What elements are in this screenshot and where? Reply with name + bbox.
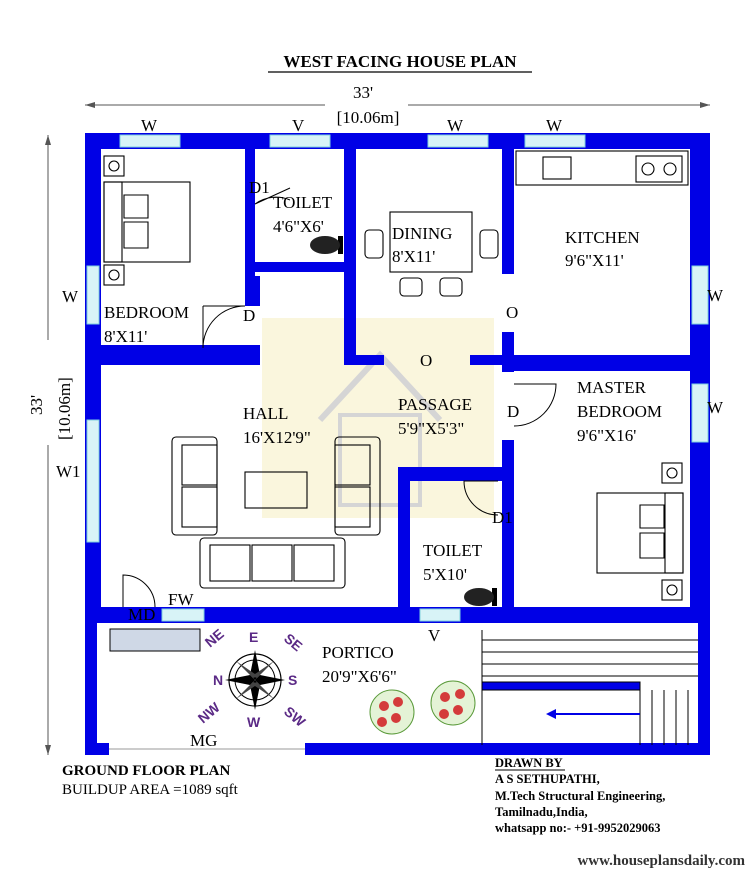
mark-mg: MG [190,731,217,750]
mark-w-top1: W [141,116,158,135]
compass-n: N [213,672,223,688]
compass-ne: NE [202,626,227,651]
compass-se: SE [281,630,306,654]
bedroom-size: 8'X11' [104,327,147,346]
toilet2-size: 5'X10' [423,565,467,584]
bed-icon [103,155,191,286]
hall-name: HALL [243,404,288,423]
hall-size: 16'X12'9" [243,428,311,447]
compass-nw: NW [195,699,224,727]
toilet1-size: 4'6"X6' [273,217,324,236]
dining-table-icon [364,211,499,297]
compass-e: E [249,629,258,645]
dining-name: DINING [392,224,452,243]
passage-name: PASSAGE [398,395,472,414]
master-name2: BEDROOM [577,402,662,421]
mark-md: MD [128,605,155,624]
mark-d1-toilet: D1 [249,178,270,197]
kitchen-size: 9'6"X11' [565,251,624,270]
buildup-area: BUILDUP AREA =1089 sqft [62,782,239,798]
watermark-logo [262,318,494,518]
wc-icon-2 [464,588,497,606]
width-dimension: 33' [10.06m] [85,83,710,127]
plan-title: WEST FACING HOUSE PLAN [283,52,517,71]
mark-d1-toilet2: D1 [492,508,513,527]
bedroom-name: BEDROOM [104,303,189,322]
drawn-by: DRAWN BY [495,756,563,770]
mark-d-bedroom: D [243,306,255,325]
plan-label: GROUND FLOOR PLAN [62,763,231,779]
mark-w-right1: W [707,286,724,305]
stairs-icon [481,630,698,745]
mark-w-left: W [62,287,79,306]
compass-s: S [288,672,297,688]
toilet2-name: TOILET [423,541,483,560]
mark-fw: FW [168,590,194,609]
depth-feet: 33' [27,395,46,415]
bed-icon-master [596,462,684,601]
depth-dimension: 33' [10.06m] [27,135,74,755]
portico-name: PORTICO [322,643,394,662]
mark-w-right2: W [707,398,724,417]
mark-v-portico: V [428,626,441,645]
portico-size: 20'9"X6'6" [322,667,397,686]
compass-icon: N NE E SE S SW W NW [195,626,310,731]
windows [86,134,709,622]
mark-o-kitchen: O [506,303,518,322]
sofa-icon [171,436,381,589]
walls [85,133,710,755]
kitchen-name: KITCHEN [565,228,640,247]
mark-w-top2: W [447,116,464,135]
wc-icon [310,236,343,254]
washbasin-icon [109,628,201,652]
dining-size: 8'X11' [392,247,435,266]
website: www.houseplansdaily.com [577,853,745,869]
master-size: 9'6"X16' [577,426,636,445]
plant-icon [369,680,476,735]
drawer-contact: whatsapp no:- +91-9952029063 [495,821,660,835]
drawer-name: A S SETHUPATHI, [495,772,600,786]
depth-meters: [10.06m] [55,377,74,440]
drawer-location: Tamilnadu,India, [495,805,588,819]
compass-sw: SW [281,703,309,730]
width-feet: 33' [353,83,373,102]
compass-w: W [247,714,261,730]
mark-v-top: V [292,116,305,135]
drawer-degree: M.Tech Structural Engineering, [495,789,665,803]
master-name1: MASTER [577,378,647,397]
kitchen-counter-icon [515,150,689,186]
toilet1-name: TOILET [273,193,333,212]
mark-w-top3: W [546,116,563,135]
mark-d-master: D [507,402,519,421]
width-meters: [10.06m] [337,108,400,127]
passage-size: 5'9"X5'3" [398,419,464,438]
mark-w1-left: W1 [56,462,81,481]
mark-o-passage: O [420,351,432,370]
doors [109,187,557,750]
